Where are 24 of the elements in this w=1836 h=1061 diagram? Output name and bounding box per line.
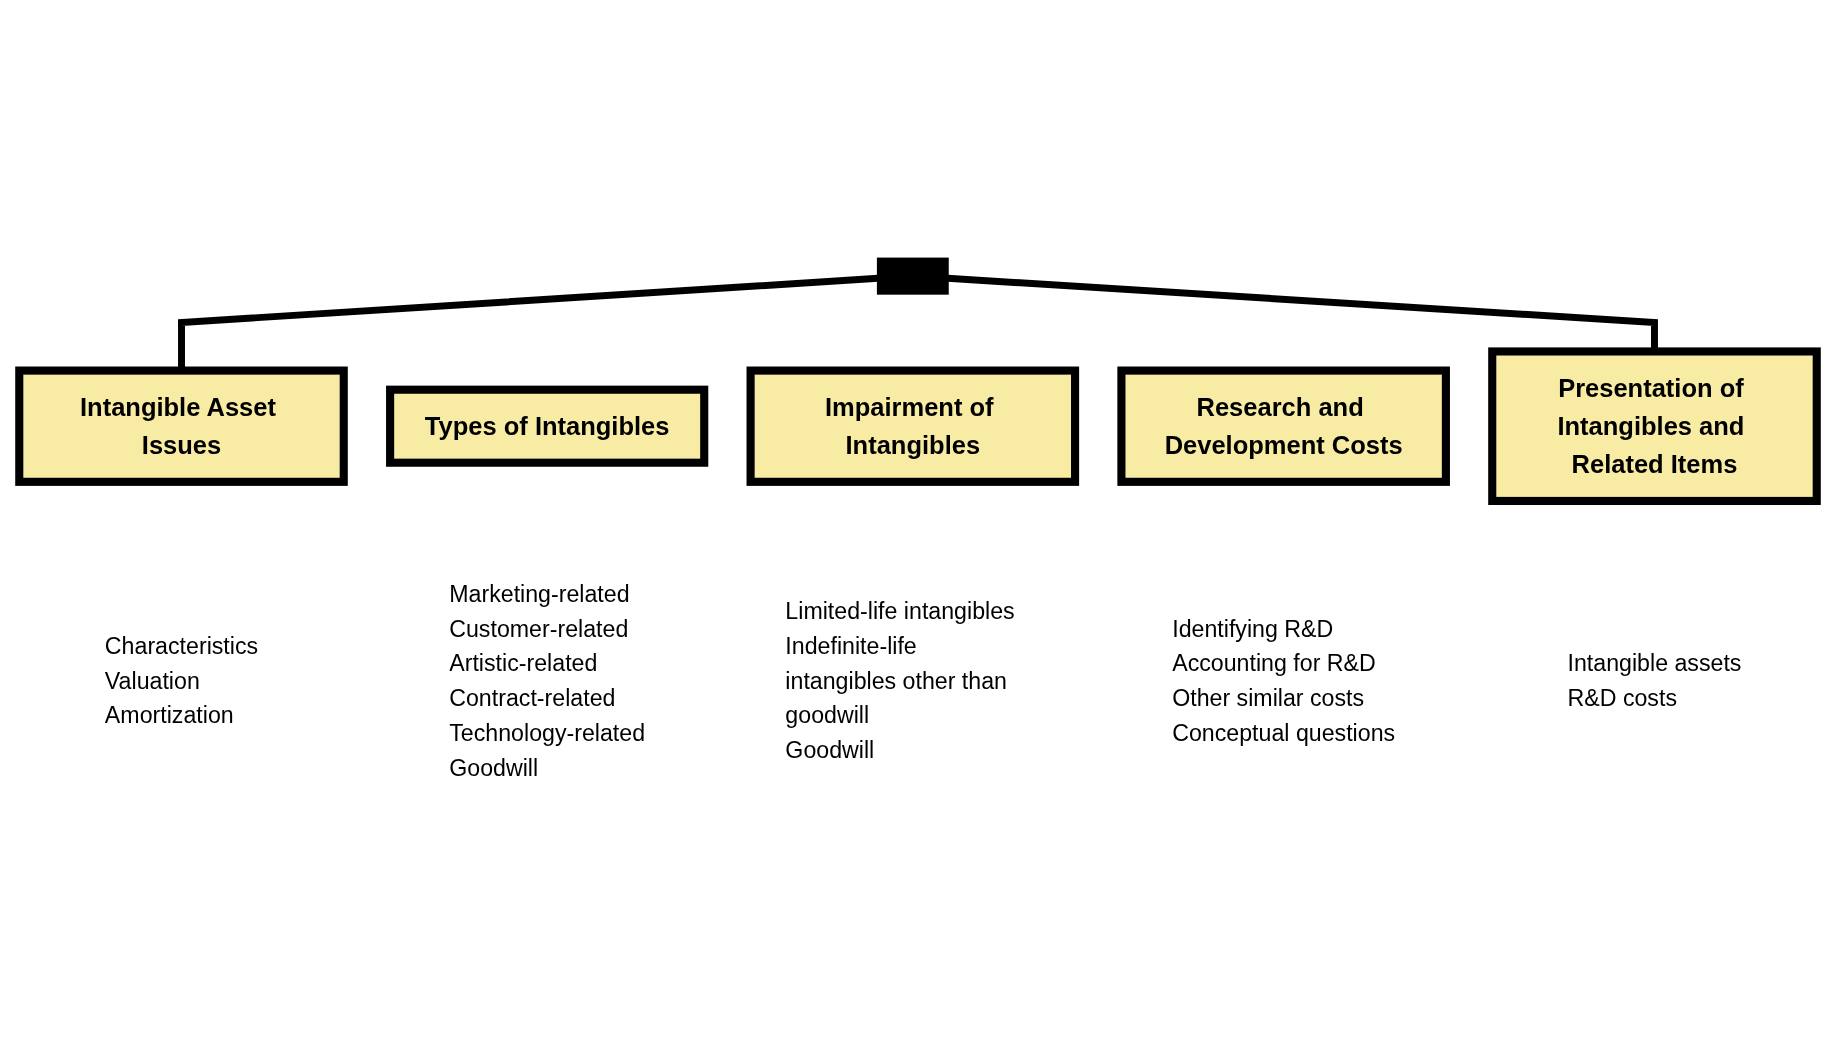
- node-box: Research and Development Costs: [1117, 366, 1450, 486]
- node-box: Presentation of Intangibles and Related Items: [1488, 347, 1821, 505]
- node-label: Accounting for R&D: [1172, 650, 1376, 676]
- node-label: Customer-related: [449, 615, 629, 642]
- node-label: Conceptual questions: [1172, 719, 1396, 746]
- node-bar: [876, 257, 949, 295]
- node-box: Types of Intangibles: [386, 385, 709, 467]
- node-box: Intangible Asset Issues: [15, 366, 348, 486]
- node-label: Identifying R&D: [1172, 615, 1334, 642]
- node-label: Marketing-related: [449, 580, 630, 607]
- node-label: Technology-related: [449, 719, 646, 746]
- node-label: Contract-related: [449, 685, 616, 711]
- node-label: Amortization: [104, 702, 234, 729]
- node-box: Impairment of Intangibles: [746, 366, 1080, 486]
- node-label: Artistic-related: [449, 650, 598, 676]
- node-label: Intangible assets: [1567, 650, 1742, 676]
- node-label: Indefinite-life intangibles other than goodwill: [785, 633, 1007, 729]
- node-label: Limited-life intangibles: [785, 598, 1015, 624]
- node-label: Goodwill: [785, 737, 875, 763]
- node-label: Other similar costs: [1172, 685, 1365, 711]
- node-label: Goodwill: [449, 754, 539, 781]
- node-label: Characteristics: [104, 633, 259, 659]
- node-label: Valuation: [104, 667, 200, 694]
- node-label: R&D costs: [1567, 685, 1677, 711]
